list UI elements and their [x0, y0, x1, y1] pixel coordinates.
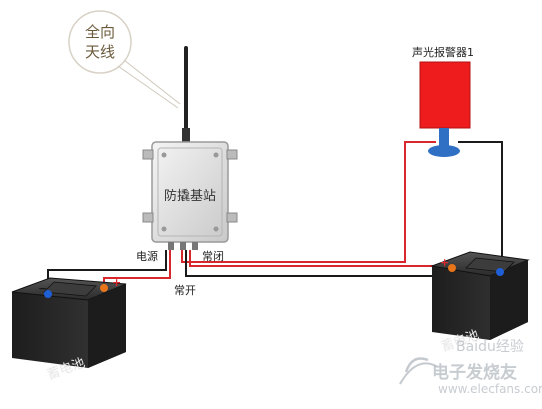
antenna-callout-text: 全向 天线	[80, 22, 120, 62]
watermark-text: 电子发烧友	[432, 363, 517, 383]
terminal-no-label: 常开	[174, 284, 196, 297]
antenna-callout	[68, 10, 181, 109]
watermark-faint: Baidu经验	[456, 339, 524, 355]
battery-right	[430, 251, 530, 340]
base-station-label: 防撬基站	[164, 189, 217, 204]
alarm-device	[419, 61, 471, 157]
battery-right-plus: +	[440, 256, 450, 269]
terminal-power-label: 电源	[136, 250, 158, 263]
antenna-callout-line2: 天线	[84, 43, 115, 61]
battery-left-plus: +	[112, 276, 122, 289]
base-station-box	[142, 141, 238, 250]
elecfans-logo	[399, 357, 437, 385]
antenna-callout-line1: 全向	[84, 23, 115, 41]
watermark-url: www.elecfans.com	[438, 382, 542, 396]
battery-right-minus: −	[509, 262, 519, 275]
alarm-label: 声光报警器1	[412, 46, 474, 59]
battery-left	[11, 277, 127, 368]
antenna-icon	[182, 46, 190, 142]
battery-left-minus: −	[38, 282, 48, 295]
terminal-nc-label: 常闭	[202, 250, 224, 263]
